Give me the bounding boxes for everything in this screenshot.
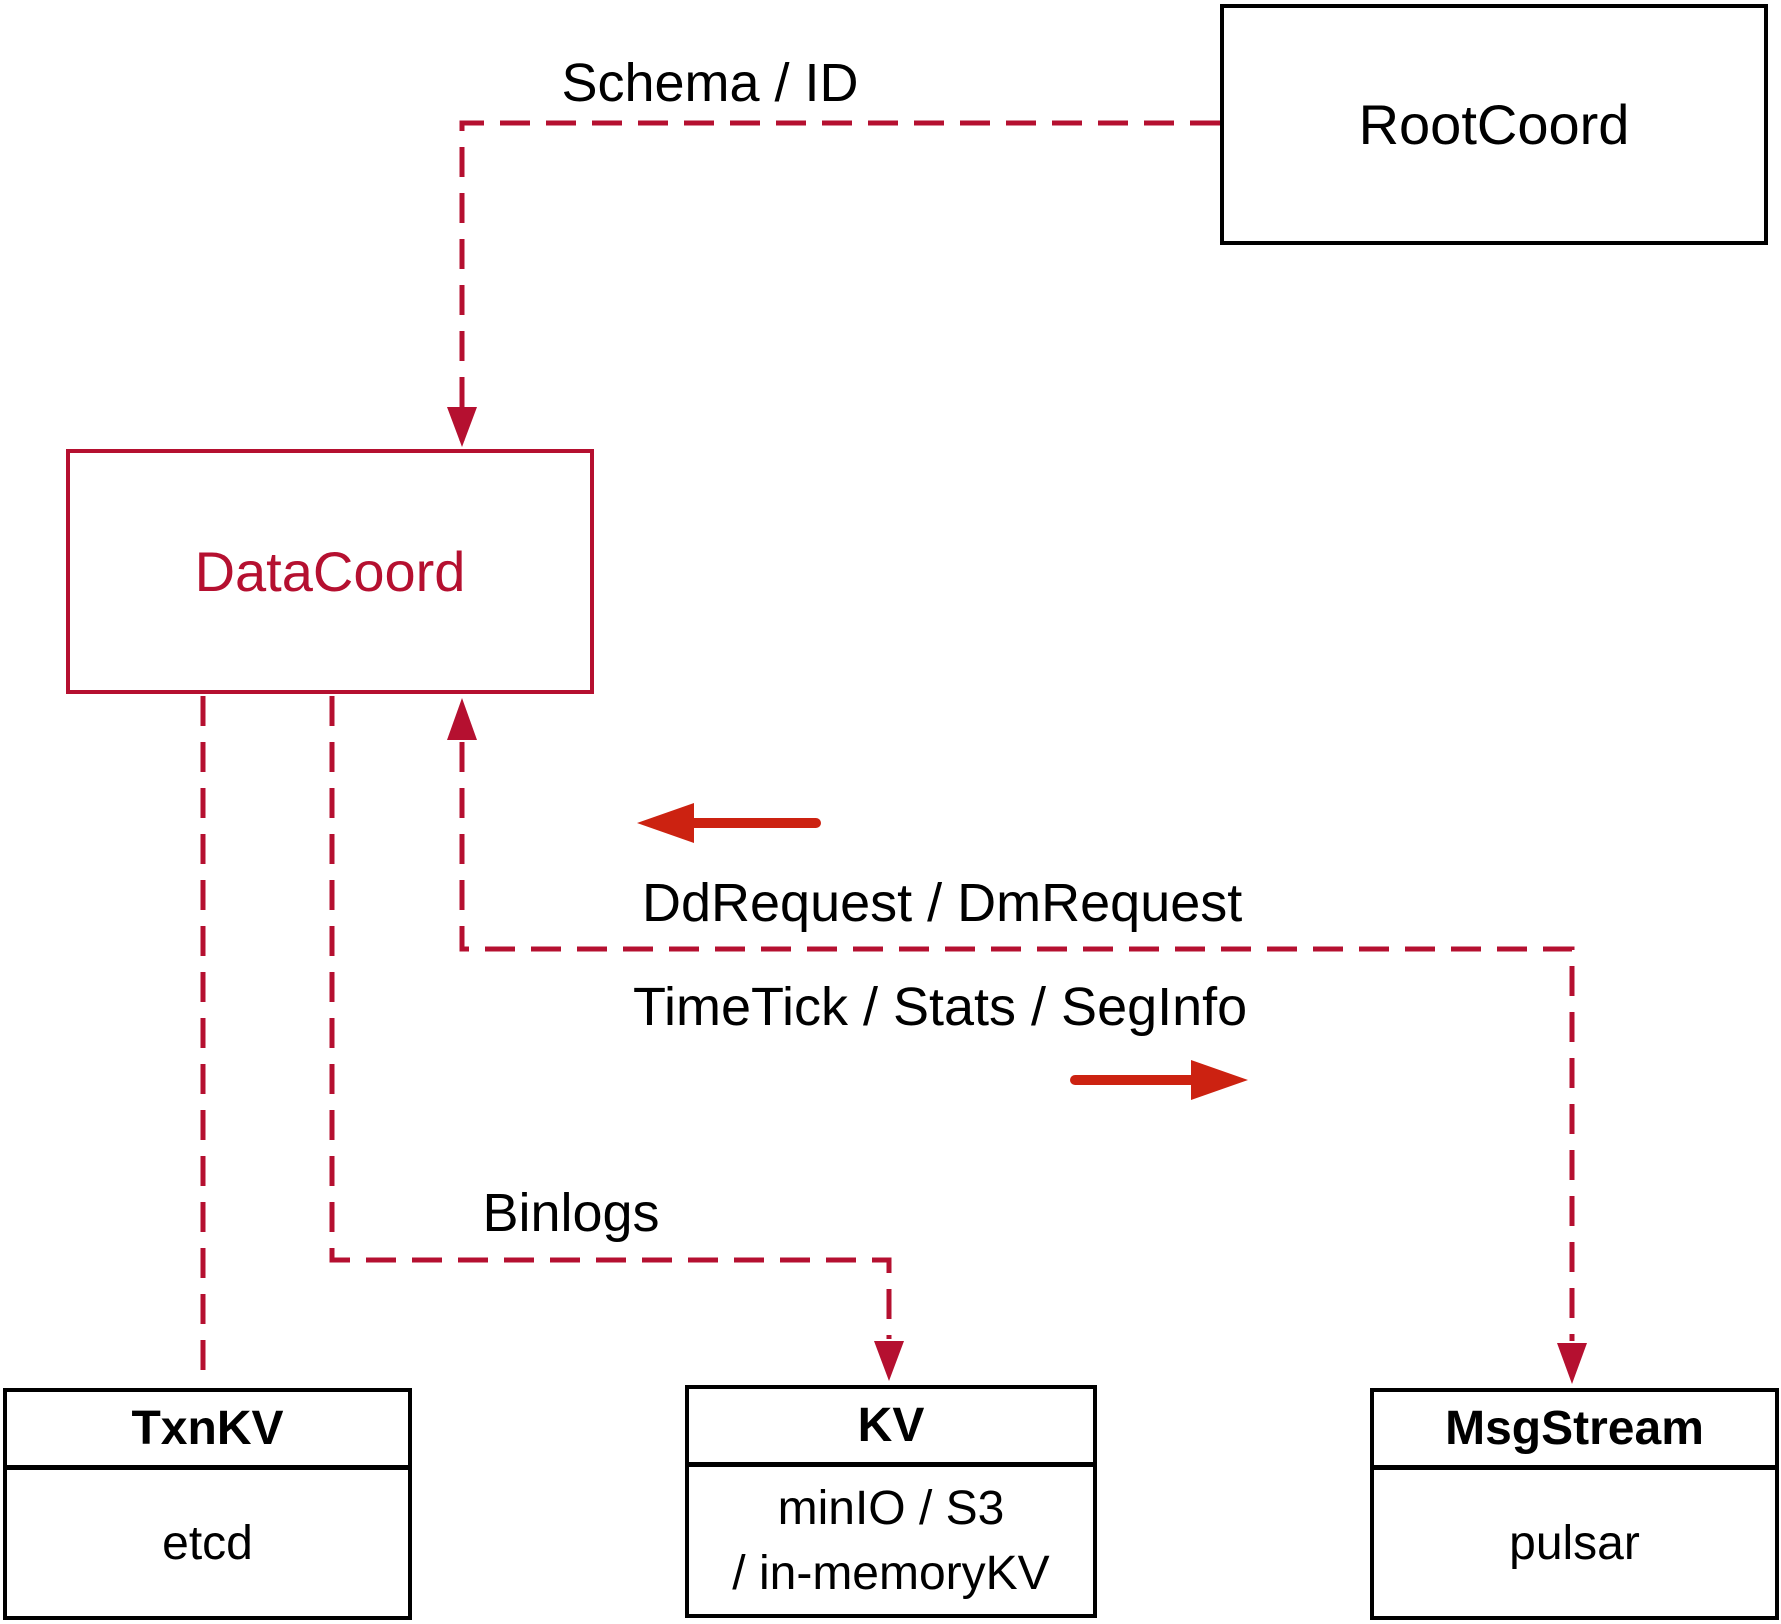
edge-label-binlogs: Binlogs (482, 1183, 660, 1243)
node-txnkv: TxnKV etcd (3, 1388, 412, 1620)
edge-schema-id (459, 120, 1220, 441)
arrowhead-down-datacoord-icon (447, 407, 477, 447)
kv-body-line2: / in-memoryKV (732, 1546, 1050, 1600)
node-kv: KV minIO / S3 / in-memoryKV (685, 1385, 1097, 1618)
node-rootcoord: RootCoord (1220, 4, 1768, 245)
txnkv-title: TxnKV (7, 1392, 408, 1470)
kv-body-line1: minIO / S3 (777, 1481, 1005, 1535)
datacoord-label: DataCoord (194, 540, 466, 603)
txnkv-body-text: etcd (162, 1516, 253, 1570)
edge-ddrequest-timetick (459, 742, 1575, 1341)
node-datacoord: DataCoord (66, 449, 594, 694)
rootcoord-label: RootCoord (1358, 93, 1630, 156)
msgstream-title: MsgStream (1374, 1392, 1775, 1470)
right-arrow-icon (1191, 1060, 1248, 1100)
txnkv-body: etcd (7, 1470, 408, 1616)
node-msgstream: MsgStream pulsar (1370, 1388, 1779, 1620)
edge-label-ddrequest-dmrequest: DdRequest / DmRequest (642, 873, 1243, 933)
kv-title: KV (689, 1389, 1093, 1467)
msgstream-body: pulsar (1374, 1470, 1775, 1616)
arrowhead-up-datacoord-icon (447, 698, 477, 740)
arrowhead-down-msgstream-icon (1557, 1343, 1587, 1384)
edge-label-schema-id: Schema / ID (561, 53, 859, 113)
kv-body: minIO / S3 / in-memoryKV (689, 1467, 1093, 1614)
msgstream-body-text: pulsar (1509, 1516, 1640, 1570)
edge-label-timetick-stats-seginfo: TimeTick / Stats / SegInfo (633, 977, 1248, 1037)
left-arrow-icon (637, 803, 694, 843)
arrowhead-down-kv-icon (874, 1341, 904, 1381)
